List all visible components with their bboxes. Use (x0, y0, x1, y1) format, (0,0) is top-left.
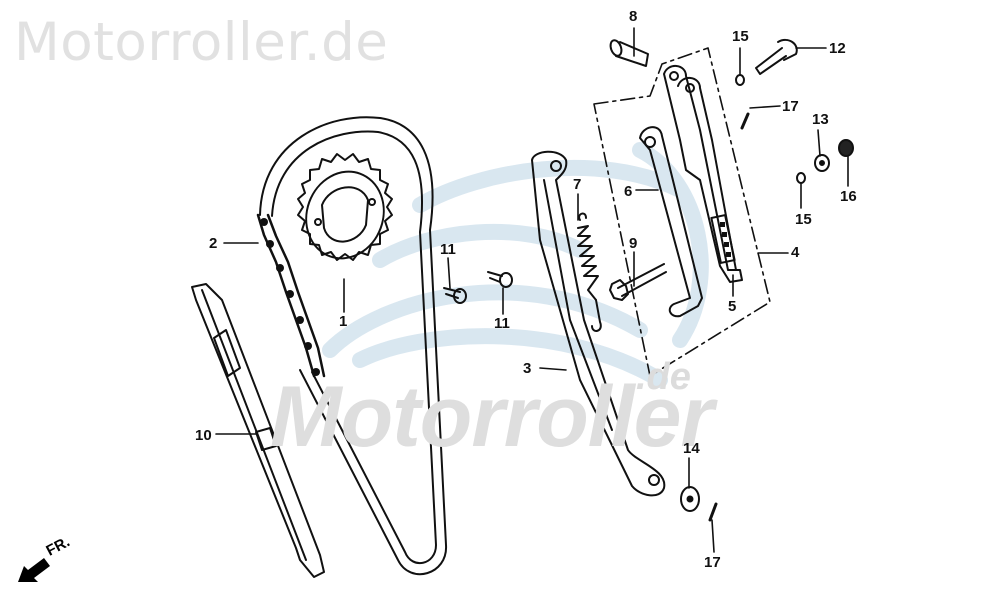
callout-7: 7 (573, 176, 582, 193)
bolt-12 (755, 38, 798, 75)
washer-15a (735, 74, 745, 86)
callout-12: 12 (829, 40, 846, 57)
watermark-top: Motorroller.de (14, 12, 389, 73)
chain-guide (191, 283, 325, 578)
callout-8: 8 (629, 8, 638, 25)
callout-13: 13 (812, 111, 829, 128)
callout-5: 5 (728, 298, 737, 315)
tensioner-lifter (663, 65, 743, 283)
callout-9: 9 (629, 235, 638, 252)
washer-14 (680, 486, 700, 512)
pivot-bolt (609, 39, 649, 67)
cam-chain (256, 116, 448, 576)
bolt-11b (487, 271, 513, 288)
tensioner-slipper (531, 150, 666, 497)
callout-17b: 17 (704, 554, 721, 571)
tensioner-spring (577, 212, 602, 332)
tensioner-arm (639, 126, 703, 318)
bolt-11a (443, 287, 467, 304)
cotter-pin-17a (740, 112, 750, 130)
callout-16: 16 (840, 188, 857, 205)
washer-15b (796, 172, 806, 184)
callout-4: 4 (791, 244, 800, 261)
callout-14: 14 (683, 440, 700, 457)
watermark-center: Motorroller (270, 369, 714, 465)
callout-10: 10 (195, 427, 212, 444)
callout-2: 2 (209, 235, 218, 252)
callout-1: 1 (339, 313, 348, 330)
adjuster-bolt (609, 263, 667, 301)
nut-13 (814, 154, 830, 172)
callout-17a: 17 (782, 98, 799, 115)
tensioner-assembly-outline (593, 47, 771, 377)
cotter-pin-17b (708, 502, 718, 522)
nut-16 (838, 139, 854, 157)
arrow-down-left-icon (18, 558, 50, 582)
callout-3: 3 (523, 360, 532, 377)
watermark-center-suffix: .de (636, 356, 691, 398)
callout-11a: 11 (440, 241, 456, 258)
callout-15a: 15 (732, 28, 749, 45)
cam-sprocket (297, 153, 393, 261)
callout-11b: 11 (494, 315, 510, 332)
callout-6: 6 (624, 183, 633, 200)
watermark-logo-icon (322, 142, 709, 388)
callout-15b: 15 (795, 211, 812, 228)
